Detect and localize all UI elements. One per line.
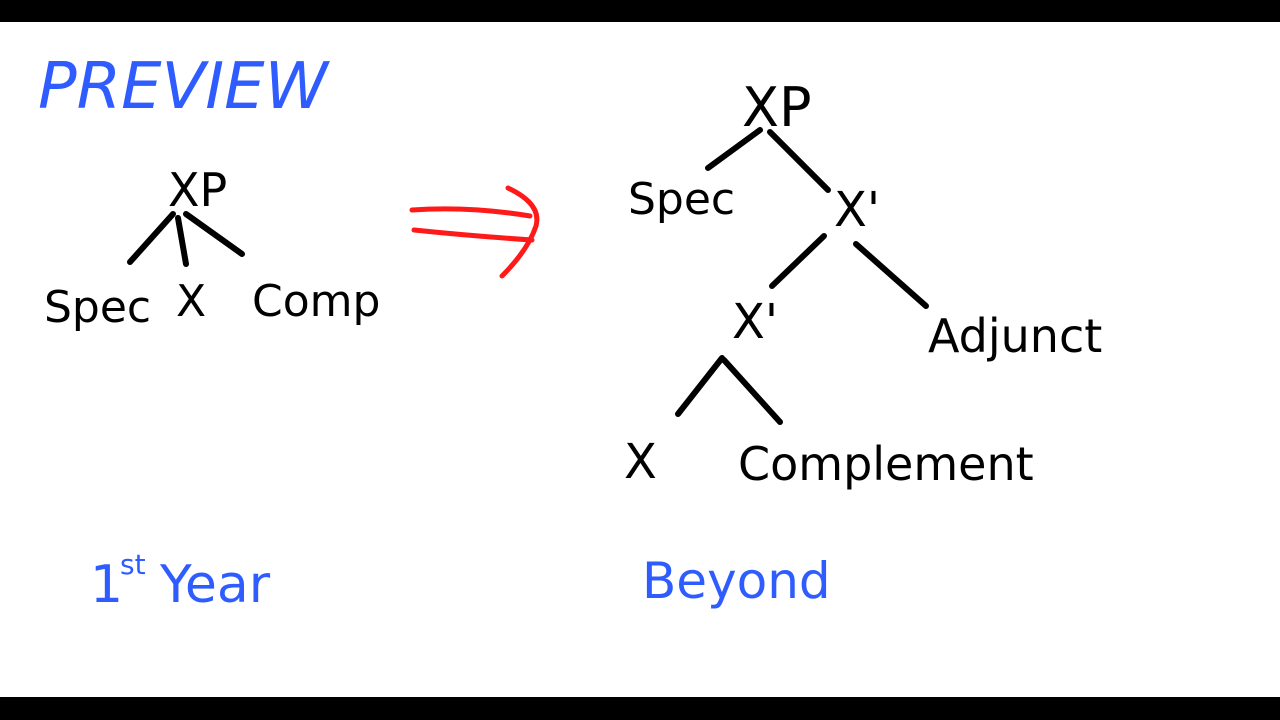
right-branch-complement — [721, 357, 783, 425]
heading: PREVIEW — [38, 50, 331, 124]
left-caption-number: 1 — [90, 555, 123, 615]
right-branch-spec — [705, 127, 763, 171]
left-tree: XP Spec X Comp — [44, 163, 380, 333]
whiteboard — [0, 22, 1280, 697]
right-branch-xbar — [767, 129, 831, 193]
right-branch-head — [675, 355, 725, 417]
right-branch-adjunct — [853, 241, 929, 309]
right-root-label: XP — [742, 76, 812, 139]
left-caption-word: Year — [159, 555, 271, 615]
left-comp-label: Comp — [252, 276, 380, 327]
arrow-lower-shaft — [411, 227, 535, 243]
implies-arrow — [409, 185, 540, 279]
left-caption: 1 st Year — [90, 548, 271, 615]
left-spec-label: Spec — [44, 282, 151, 333]
right-tree: XP Spec X' X' Adjunct X Complement — [624, 76, 1102, 491]
right-xbar-upper-label: X' — [834, 182, 880, 238]
right-xbar-lower-label: X' — [732, 294, 778, 350]
right-adjunct-label: Adjunct — [928, 309, 1102, 363]
arrow-head — [499, 185, 540, 279]
left-branch-spec — [127, 211, 176, 265]
left-branch-comp — [183, 211, 245, 257]
right-complement-label: Complement — [738, 437, 1034, 491]
right-head-label: X — [624, 434, 657, 490]
left-caption-superscript: st — [120, 548, 146, 581]
right-spec-label: Spec — [628, 174, 735, 225]
arrow-upper-shaft — [409, 206, 533, 219]
right-branch-xbar-lower — [769, 233, 827, 289]
right-caption: Beyond — [642, 552, 831, 610]
left-root-label: XP — [168, 163, 227, 217]
left-branch-head — [175, 215, 189, 267]
left-head-label: X — [176, 276, 206, 327]
